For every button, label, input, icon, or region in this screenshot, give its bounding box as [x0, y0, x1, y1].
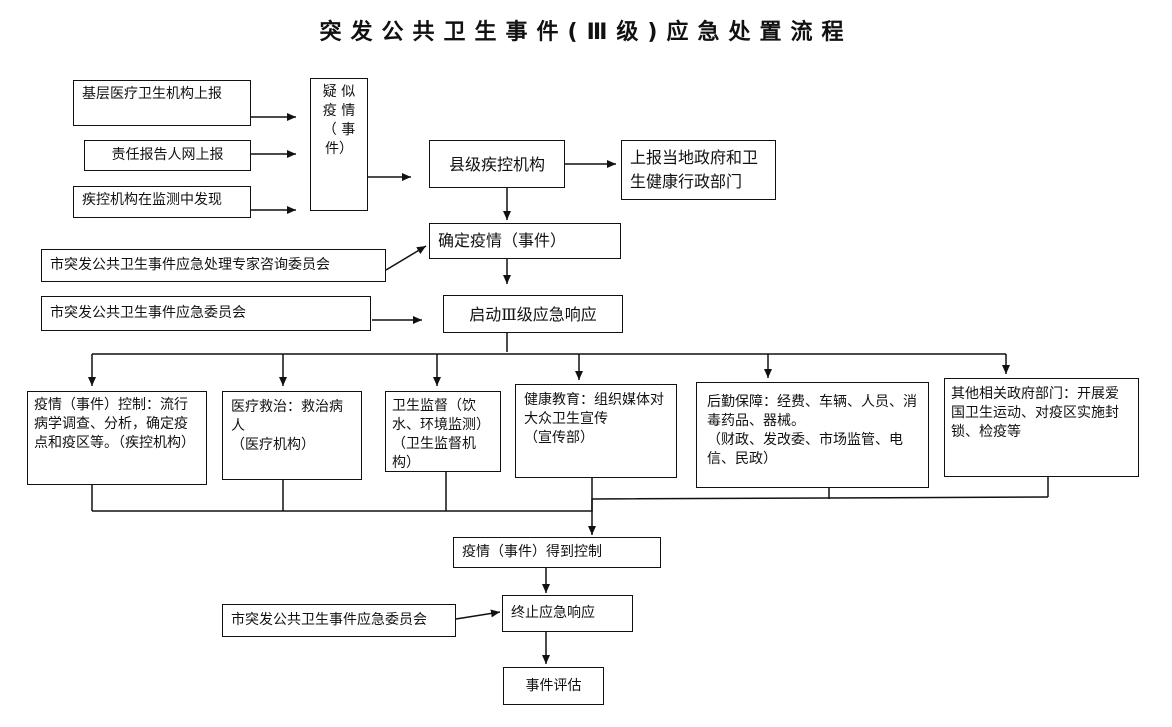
node-report-grassroots: 基层医疗卫生机构上报: [73, 80, 251, 126]
node-evaluate: 事件评估: [503, 667, 604, 705]
arrow-committee2-to-terminate: [455, 609, 501, 620]
node-supervision: 卫生监督（饮水、环境监测）（卫生监督机构）: [385, 391, 501, 472]
node-treatment: 医疗救治：救治病人 （医疗机构）: [222, 391, 362, 480]
node-emergency-committee-2: 市突发公共卫生事件应急委员会: [222, 604, 456, 637]
node-logistics: 后勤保障：经费、车辆、人员、消毒药品、器械。 （财政、发改委、市场监管、电信、民…: [696, 382, 929, 488]
node-education: 健康教育：组织媒体对大众卫生宣传 （宣传部）: [515, 384, 677, 478]
node-report-gov: 上报当地政府和卫生健康行政部门: [621, 140, 776, 200]
node-suspected: 疑 似 疫 情 （ 事 件）: [310, 78, 368, 211]
node-terminate: 终止应急响应: [502, 595, 633, 632]
node-expert-committee: 市突发公共卫生事件应急处理专家咨询委员会: [41, 249, 386, 282]
node-control: 疫情（事件）控制：流行病学调查、分析，确定疫点和疫区等。（疾控机构）: [27, 391, 207, 485]
node-report-online: 责任报告人网上报: [84, 140, 251, 171]
node-controlled: 疫情（事件）得到控制: [453, 537, 661, 568]
node-emergency-committee-1: 市突发公共卫生事件应急委员会: [41, 296, 371, 331]
line-merge-bus: [92, 496, 1049, 512]
node-other-depts: 其他相关政府部门：开展爱国卫生运动、对疫区实施封锁、检疫等: [944, 378, 1139, 477]
node-county-cdc: 县级疾控机构: [429, 140, 565, 188]
node-report-cdc-monitor: 疾控机构在监测中发现: [73, 186, 251, 218]
node-activate: 启动Ⅲ级应急响应: [443, 295, 623, 333]
node-confirm: 确定疫情（事件）: [429, 223, 621, 259]
arrow-expert-to-confirm: [385, 245, 427, 271]
flowchart-title: 突发公共卫生事件(Ⅲ级)应急处置流程: [319, 20, 853, 45]
